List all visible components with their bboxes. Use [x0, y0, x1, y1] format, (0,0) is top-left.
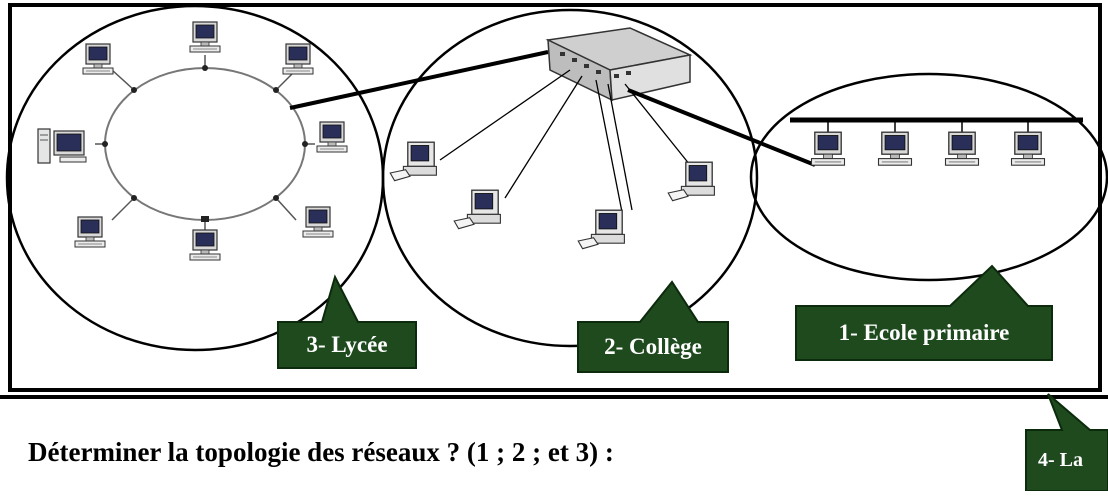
switch-icon: [545, 27, 693, 102]
ecole-computer-1: [810, 131, 846, 166]
lycee-computer-6: [74, 216, 106, 248]
lycee-computer-1: [189, 21, 221, 53]
ecole-computer-4: [1010, 131, 1046, 166]
question-text: Déterminer la topologie des réseaux ? (1…: [28, 437, 614, 467]
callout-ecole-shape: [795, 264, 1053, 361]
lycee-computer-5: [316, 121, 348, 153]
lycee-computer-7: [302, 206, 334, 238]
ecole-ellipse: [749, 72, 1108, 282]
outer-frame: [8, 3, 1102, 392]
ecole-computer-2: [877, 131, 913, 166]
lycee-computer-3: [282, 43, 314, 75]
college-computer-1: [389, 141, 438, 182]
lycee-computer-4: [37, 128, 87, 164]
lycee-computer-2: [82, 43, 114, 75]
ecole-computer-3: [944, 131, 980, 166]
ring-topology: [37, 21, 348, 261]
lycee-ellipse: [5, 4, 385, 352]
link-lycee-college: [289, 50, 549, 110]
callout-lycee-shape: [277, 274, 417, 369]
star-links: [439, 69, 691, 213]
callout-lycee-label: 3- Lycée: [306, 332, 388, 357]
callout-college-shape: [577, 280, 729, 373]
link-college-ecole: [627, 88, 816, 167]
callout-ecole-label: 1- Ecole primaire: [838, 320, 1010, 345]
callout-global-label: 4- La: [1038, 448, 1083, 471]
college-computer-2: [453, 189, 502, 230]
college-ellipse: [381, 8, 759, 348]
callout-college-label: 2- Collège: [604, 334, 702, 359]
college-computer-4: [667, 161, 716, 202]
lycee-computer-8: [189, 229, 221, 261]
bus-topology: [790, 117, 1083, 166]
college-computer-3: [577, 209, 626, 250]
